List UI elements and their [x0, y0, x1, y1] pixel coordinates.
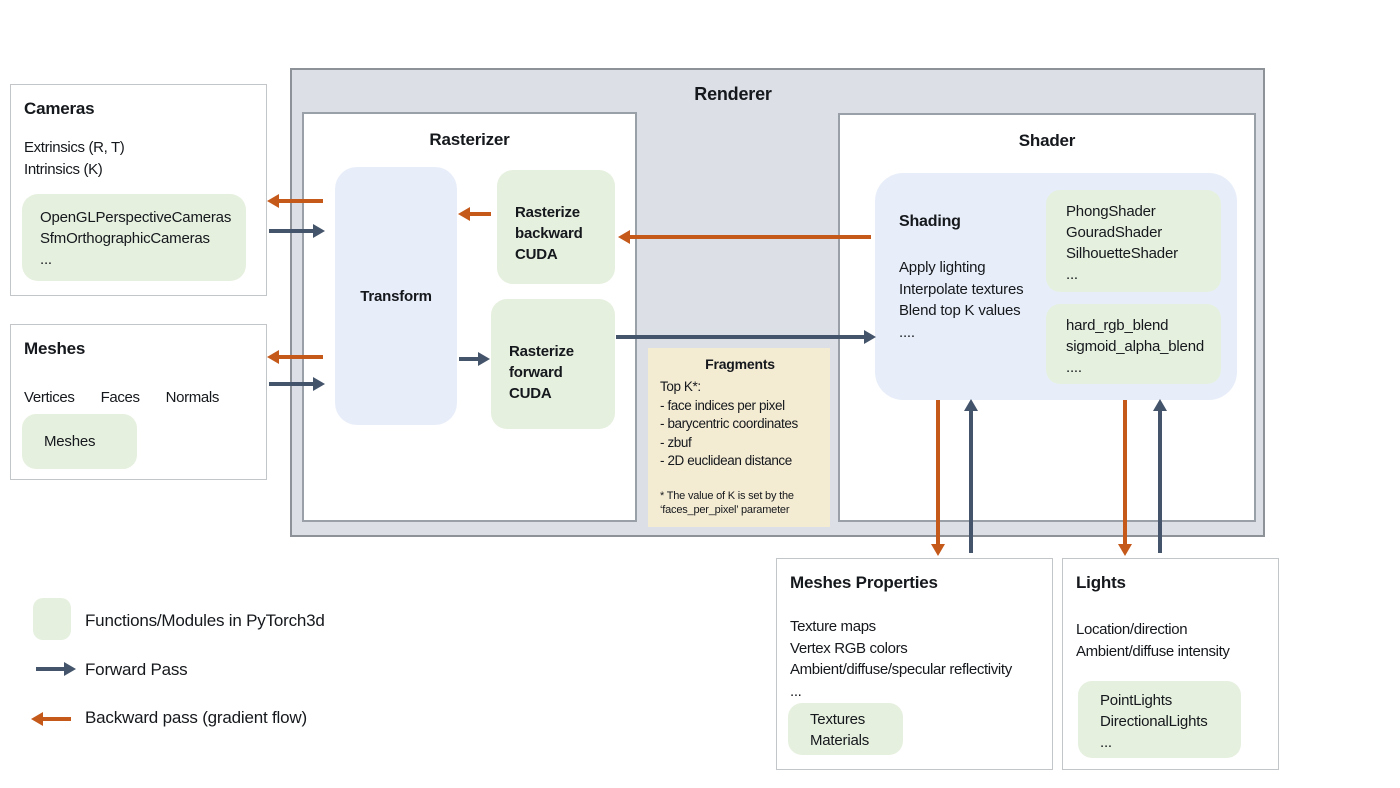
lights-title: Lights — [1076, 573, 1126, 592]
forward-arrow-from-lights — [1153, 399, 1167, 553]
fragments-line: Top K*: — [660, 379, 701, 394]
fragments-line: - zbuf — [660, 434, 692, 450]
transform-label: Transform — [360, 287, 432, 305]
lights-line: Ambient/diffuse intensity — [1076, 642, 1230, 660]
fragments-line: - barycentric coordinates — [660, 416, 798, 431]
module-line: PhongShader — [1066, 203, 1156, 220]
shading-description: Apply lighting Interpolate textures Blen… — [899, 257, 1024, 343]
fragments-list: Top K*: - face indices per pixel - baryc… — [660, 378, 820, 471]
meshes-attributes: Vertices Faces Normals — [24, 387, 245, 409]
backward-arrow-shader-to-rasterizer — [618, 230, 871, 244]
module-line: GouradShader — [1066, 224, 1163, 241]
lights-list: Location/direction Ambient/diffuse inten… — [1076, 619, 1230, 662]
forward-arrow-from-meshes — [269, 377, 325, 391]
module-line: forward — [509, 364, 563, 381]
module-line: PointLights — [1100, 692, 1173, 709]
module-line: sigmoid_alpha_blend — [1066, 338, 1204, 355]
blend-functions-module: hard_rgb_blend sigmoid_alpha_blend .... — [1046, 304, 1221, 384]
meshes-properties-list: Texture maps Vertex RGB colors Ambient/d… — [790, 616, 1012, 702]
shader-box: Shader Shading Apply lighting Interpolat… — [838, 113, 1256, 522]
meshes-attribute: Faces — [100, 389, 140, 406]
renderer-title: Renderer — [694, 84, 772, 104]
forward-arrow-from-cameras — [269, 224, 325, 238]
lights-line: Location/direction — [1076, 621, 1188, 638]
fragments-line: - 2D euclidean distance — [660, 453, 792, 468]
legend-functions-label: Functions/Modules in PyTorch3d — [85, 611, 325, 630]
module-line: SfmOrthographicCameras — [40, 230, 210, 247]
meshes-properties-box: Meshes Properties Texture maps Vertex RG… — [776, 558, 1053, 770]
fragments-footnote: * The value of K is set by the ‘faces_pe… — [660, 490, 794, 517]
module-line: .... — [1066, 359, 1082, 376]
rasterize-forward-cuda-module: Rasterize forward CUDA — [491, 299, 615, 429]
legend-forward-label: Forward Pass — [85, 660, 188, 679]
shading-line: .... — [899, 323, 915, 341]
lights-box: Lights Location/direction Ambient/diffus… — [1062, 558, 1279, 770]
shader-title: Shader — [1018, 131, 1076, 150]
fragments-line: - face indices per pixel — [660, 397, 785, 413]
meshes-attribute: Normals — [165, 389, 220, 406]
cameras-attributes: Extrinsics (R, T) Intrinsics (K) — [24, 137, 125, 180]
module-line: CUDA — [515, 246, 558, 263]
transform-module: Transform — [335, 167, 457, 425]
footnote-line: ‘faces_per_pixel’ parameter — [660, 503, 790, 516]
module-line: Rasterize — [509, 343, 574, 360]
shading-line: Blend top K values — [899, 302, 1021, 319]
meshes-class-module: Meshes — [22, 414, 137, 469]
rasterizer-box: Rasterizer Transform Rasterize backward … — [302, 112, 637, 522]
rasterizer-title: Rasterizer — [429, 130, 510, 149]
module-line: Materials — [810, 732, 870, 749]
rasterize-backward-cuda-module: Rasterize backward CUDA — [497, 170, 615, 284]
meshes-properties-title: Meshes Properties — [790, 573, 938, 592]
legend-backward-label: Backward pass (gradient flow) — [85, 708, 307, 727]
backward-arrow-to-transform — [458, 207, 491, 221]
cameras-line: Extrinsics (R, T) — [24, 139, 125, 156]
forward-arrow-icon — [36, 662, 76, 676]
backward-arrow-to-cameras — [267, 194, 323, 208]
cameras-box: Cameras Extrinsics (R, T) Intrinsics (K)… — [10, 84, 267, 296]
forward-arrow-transform-to-rasterize — [459, 352, 490, 366]
fragments-box: Fragments Top K*: - face indices per pix… — [648, 348, 830, 527]
module-line: ... — [40, 251, 52, 268]
property-line: Ambient/diffuse/specular reflectivity — [790, 661, 1012, 678]
light-classes-module: PointLights DirectionalLights ... — [1078, 681, 1241, 758]
module-line: ... — [1100, 734, 1112, 751]
shading-line: Apply lighting — [899, 259, 986, 276]
module-line: backward — [515, 225, 583, 242]
module-line: OpenGLPerspectiveCameras — [40, 209, 232, 226]
property-line: ... — [790, 682, 802, 700]
renderer-box: Renderer Rasterizer Transform Rasterize … — [290, 68, 1265, 537]
property-line: Texture maps — [790, 618, 876, 635]
backward-arrow-to-meshes-properties — [931, 400, 945, 556]
meshes-title: Meshes — [24, 339, 86, 358]
meshes-attribute: Vertices — [24, 389, 75, 406]
shading-title: Shading — [899, 213, 961, 230]
backward-arrow-icon — [31, 712, 71, 726]
module-line: CUDA — [509, 385, 552, 402]
camera-classes-module: OpenGLPerspectiveCameras SfmOrthographic… — [22, 194, 246, 281]
module-line: DirectionalLights — [1100, 713, 1208, 730]
backward-arrow-to-meshes — [267, 350, 323, 364]
fragments-title: Fragments — [705, 356, 775, 372]
backward-arrow-to-lights — [1118, 400, 1132, 556]
forward-arrow-from-meshes-properties — [964, 399, 978, 553]
module-line: Rasterize — [515, 204, 580, 221]
footnote-line: * The value of K is set by the — [660, 490, 794, 502]
module-line: ... — [1066, 266, 1078, 283]
property-line: Vertex RGB colors — [790, 639, 908, 657]
meshes-box: Meshes Vertices Faces Normals Meshes — [10, 324, 267, 480]
cameras-line: Intrinsics (K) — [24, 160, 103, 178]
module-line: Textures — [810, 711, 866, 728]
cameras-title: Cameras — [24, 99, 95, 118]
legend-module-swatch — [33, 598, 71, 640]
module-line: Meshes — [44, 433, 96, 450]
shader-classes-module: PhongShader GouradShader SilhouetteShade… — [1046, 190, 1221, 292]
module-line: SilhouetteShader — [1066, 245, 1178, 262]
forward-arrow-rasterizer-to-shader — [616, 330, 876, 344]
module-line: hard_rgb_blend — [1066, 317, 1169, 334]
textures-materials-module: Textures Materials — [788, 703, 903, 755]
shading-line: Interpolate textures — [899, 280, 1024, 298]
